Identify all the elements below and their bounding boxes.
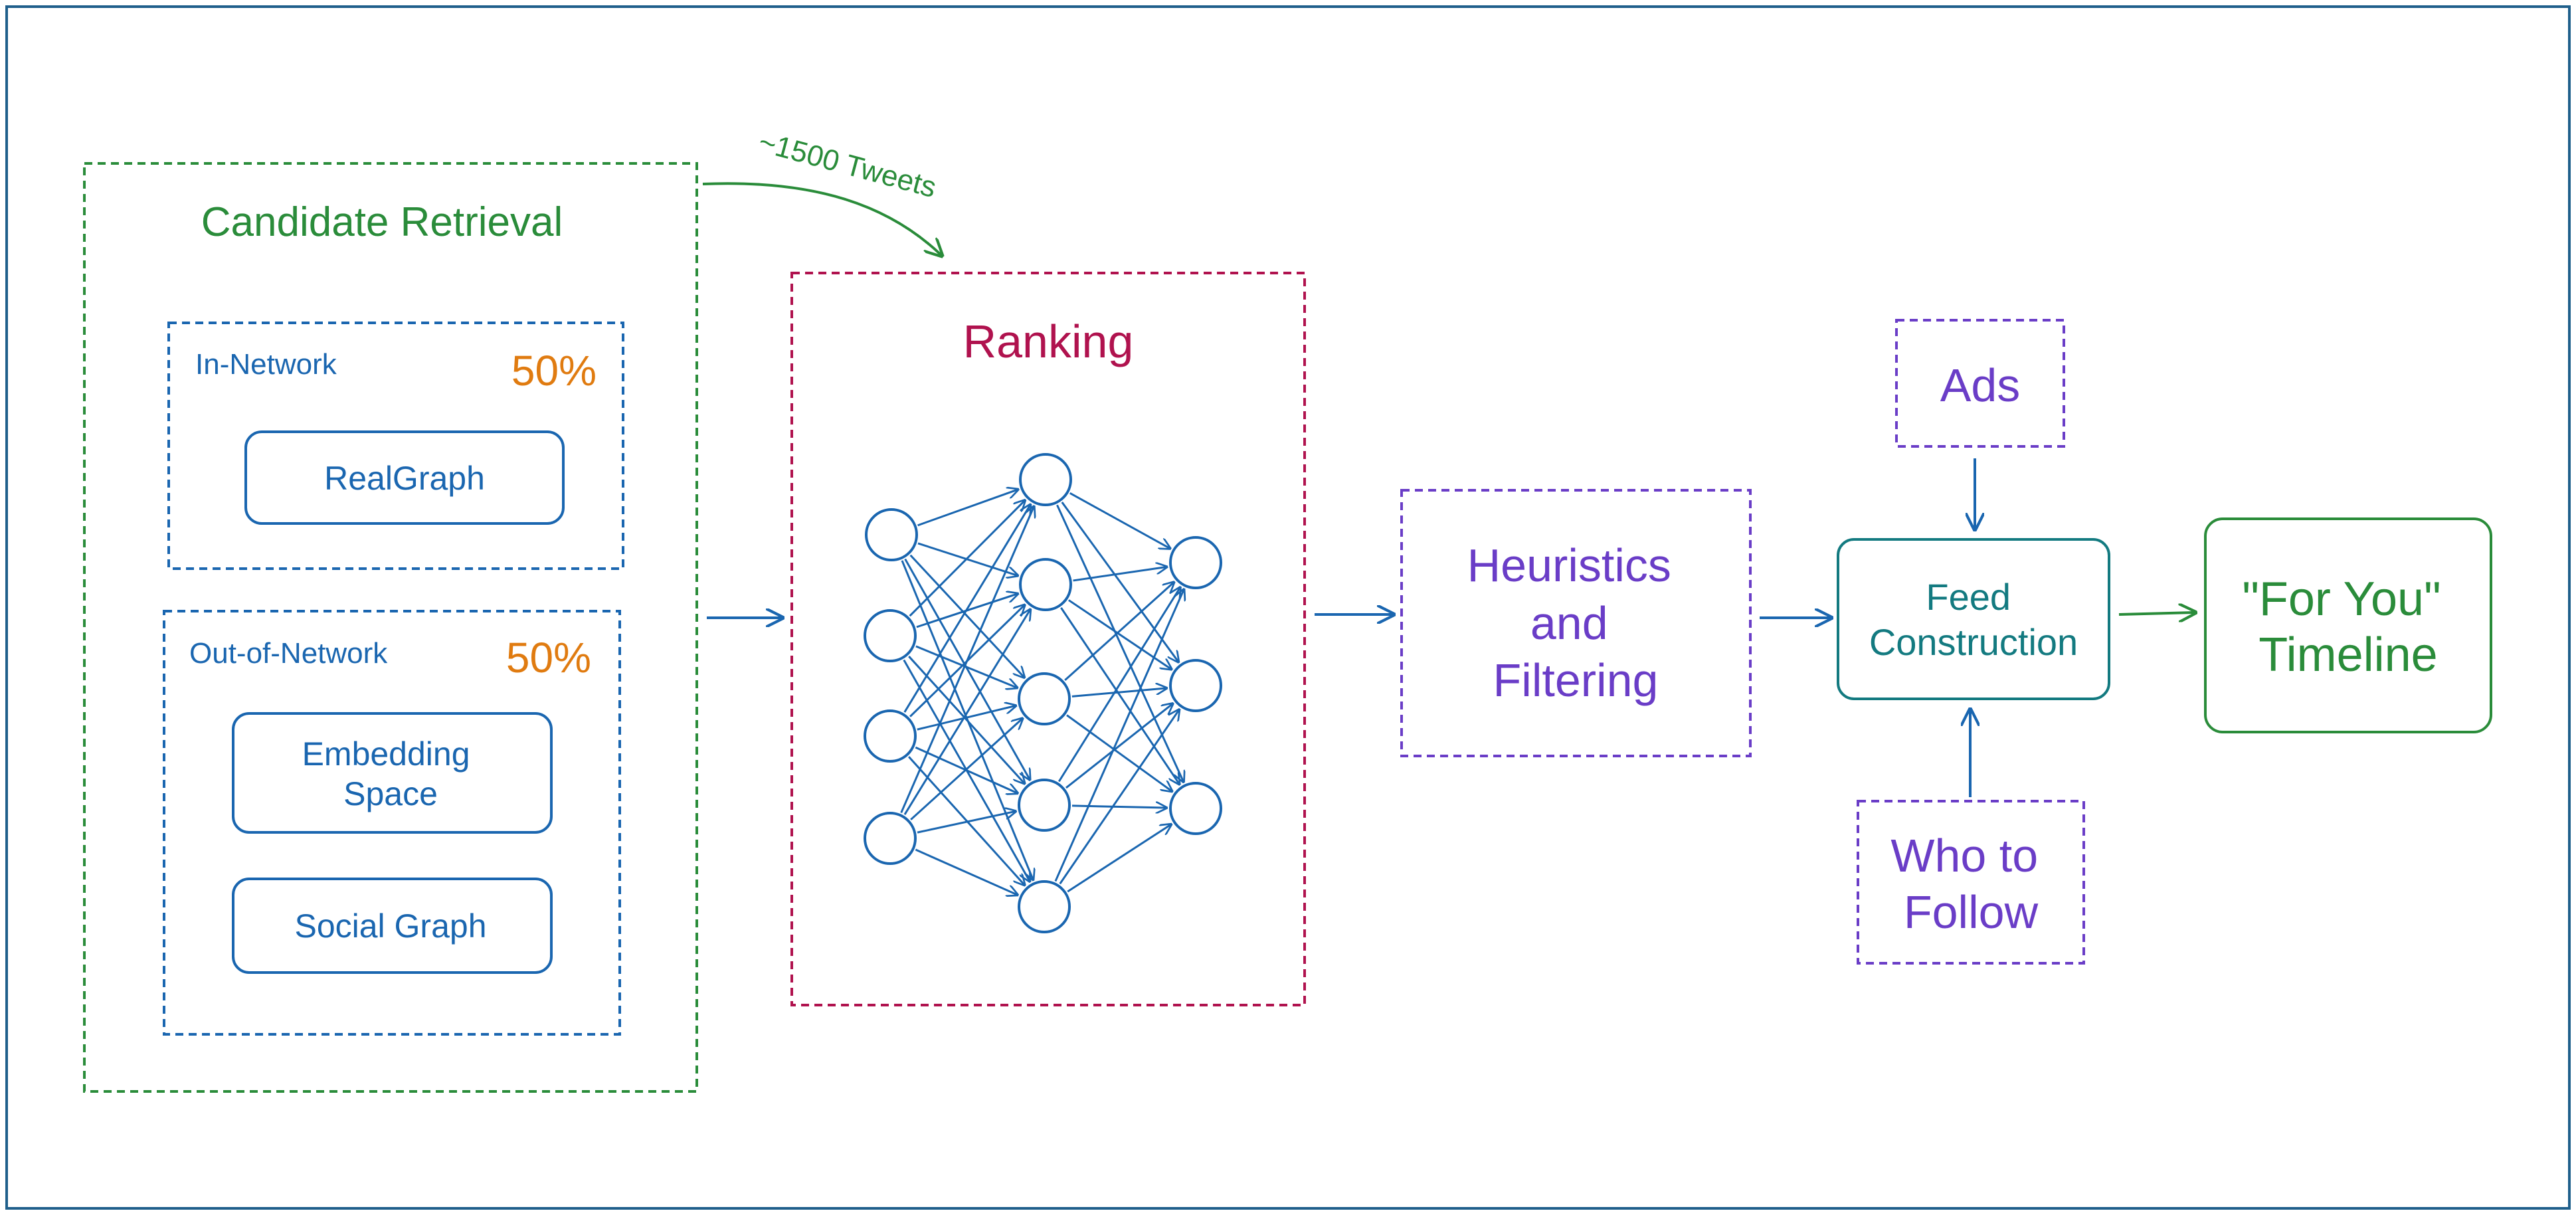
ranking-title: Ranking bbox=[963, 316, 1134, 367]
feed-to-timeline-arrow bbox=[2118, 612, 2195, 614]
heuristics-line-2: and bbox=[1530, 597, 1608, 649]
in-network-box bbox=[167, 322, 624, 570]
tweets-count-label: ~1500 Tweets bbox=[755, 126, 940, 204]
who-to-follow-line-2: Follow bbox=[1904, 886, 2039, 938]
heuristics-label: Heuristics and Filtering bbox=[1467, 539, 1685, 706]
for-you-timeline-group: "For You" Timeline bbox=[2204, 517, 2492, 733]
nn-node-l0-0 bbox=[865, 508, 918, 561]
who-to-follow-group: Who to Follow bbox=[1857, 800, 2085, 965]
nn-edge-l1-1-0 bbox=[1073, 567, 1167, 582]
nn-edge-l0-1-0 bbox=[909, 500, 1025, 617]
nn-edge-l1-0-1 bbox=[1061, 502, 1178, 662]
nn-edge-l1-0-0 bbox=[1069, 492, 1170, 548]
feed-construction-group: Feed Construction bbox=[1837, 538, 2110, 700]
embedding-space-line-2: Space bbox=[343, 775, 438, 812]
heuristics-box bbox=[1400, 489, 1752, 757]
nn-node-l0-1 bbox=[864, 609, 917, 662]
nn-edge-l0-0-1 bbox=[917, 542, 1018, 576]
nn-node-l1-3 bbox=[1018, 779, 1071, 832]
heuristics-line-1: Heuristics bbox=[1467, 539, 1671, 591]
ranking-box bbox=[790, 272, 1306, 1006]
in-network-percent: 50% bbox=[511, 347, 597, 395]
for-you-timeline-line-1: "For You" bbox=[2242, 573, 2440, 626]
nn-node-l1-0 bbox=[1019, 453, 1072, 506]
nn-node-l0-3 bbox=[864, 812, 917, 865]
realgraph-label: RealGraph bbox=[324, 460, 485, 497]
embedding-space-line-1: Embedding bbox=[302, 735, 470, 773]
candidate-retrieval-box bbox=[83, 162, 698, 1093]
feed-construction-box bbox=[1837, 538, 2110, 700]
realgraph-box bbox=[244, 430, 565, 525]
social-graph-box bbox=[232, 878, 553, 974]
nn-edge-l0-0-2 bbox=[909, 554, 1024, 678]
nn-node-l1-2 bbox=[1018, 672, 1071, 725]
nn-edge-l0-3-4 bbox=[915, 848, 1017, 895]
nn-edge-l1-3-1 bbox=[1065, 703, 1173, 789]
feed-construction-label: Feed Construction bbox=[1869, 576, 2078, 663]
tweets-flow-arrow bbox=[702, 182, 942, 256]
nn-node-l1-1 bbox=[1019, 558, 1072, 611]
nn-edge-l1-4-1 bbox=[1059, 709, 1179, 885]
nn-node-l2-0 bbox=[1169, 536, 1222, 589]
for-you-timeline-box bbox=[2204, 517, 2492, 733]
out-of-network-box bbox=[163, 610, 621, 1036]
candidate-retrieval-group: Candidate Retrieval In-Network 50% RealG… bbox=[83, 162, 698, 1093]
nn-edge-l1-2-0 bbox=[1064, 582, 1174, 682]
outer-frame bbox=[5, 5, 2571, 1210]
nn-edge-l1-4-0 bbox=[1054, 589, 1184, 882]
nn-edge-l1-1-2 bbox=[1060, 607, 1179, 785]
embedding-space-label: Embedding Space bbox=[302, 735, 480, 812]
nn-edge-l1-3-2 bbox=[1071, 806, 1166, 808]
for-you-timeline-label: "For You" Timeline bbox=[2242, 573, 2454, 682]
nn-edge-l1-2-2 bbox=[1066, 714, 1172, 792]
nn-edge-l1-1-1 bbox=[1068, 599, 1172, 669]
feed-construction-line-1: Feed bbox=[1926, 576, 2011, 618]
heuristics-group: Heuristics and Filtering bbox=[1400, 489, 1752, 757]
nn-edge-l1-2-1 bbox=[1071, 688, 1166, 698]
for-you-timeline-line-2: Timeline bbox=[2258, 628, 2437, 682]
nn-edge-l0-3-1 bbox=[903, 610, 1030, 815]
nn-edge-l1-4-2 bbox=[1067, 824, 1171, 893]
candidate-retrieval-title: Candidate Retrieval bbox=[201, 199, 563, 245]
ads-box bbox=[1895, 319, 2065, 448]
ads-group: Ads bbox=[1895, 319, 2065, 448]
out-of-network-group: Out-of-Network 50% Embedding Space Socia… bbox=[163, 610, 621, 1036]
nn-node-l1-4 bbox=[1018, 880, 1071, 933]
neural-network-edges bbox=[900, 490, 1184, 895]
nn-edge-l0-1-2 bbox=[915, 645, 1017, 688]
nn-edge-l0-2-0 bbox=[903, 505, 1030, 713]
nn-edge-l0-3-3 bbox=[917, 811, 1016, 834]
in-network-group: In-Network 50% RealGraph bbox=[167, 322, 624, 570]
nn-node-l2-1 bbox=[1169, 659, 1222, 712]
who-to-follow-line-1: Who to bbox=[1890, 830, 2038, 882]
who-to-follow-box bbox=[1857, 800, 2085, 965]
nn-edge-l0-3-0 bbox=[900, 506, 1034, 814]
nn-edge-l0-3-2 bbox=[910, 719, 1022, 820]
ads-label: Ads bbox=[1940, 359, 2021, 411]
embedding-space-box bbox=[232, 712, 553, 834]
out-of-network-label: Out-of-Network bbox=[189, 637, 388, 670]
nn-edge-l0-0-0 bbox=[917, 490, 1018, 527]
nn-edge-l0-1-3 bbox=[908, 656, 1024, 783]
ranking-group: Ranking bbox=[790, 272, 1306, 1006]
feed-construction-line-2: Construction bbox=[1869, 621, 2078, 663]
nn-edge-l0-0-3 bbox=[904, 558, 1030, 780]
social-graph-label: Social Graph bbox=[294, 907, 486, 945]
in-network-label: In-Network bbox=[195, 348, 337, 381]
who-to-follow-label: Who to Follow bbox=[1890, 830, 2051, 938]
nn-edge-l1-3-0 bbox=[1058, 587, 1180, 783]
neural-network-nodes bbox=[864, 453, 1222, 933]
heuristics-line-3: Filtering bbox=[1493, 654, 1659, 706]
nn-node-l0-2 bbox=[864, 709, 917, 763]
nn-edge-l0-2-2 bbox=[917, 705, 1016, 731]
nn-node-l2-2 bbox=[1169, 782, 1222, 835]
out-of-network-percent: 50% bbox=[506, 634, 591, 682]
